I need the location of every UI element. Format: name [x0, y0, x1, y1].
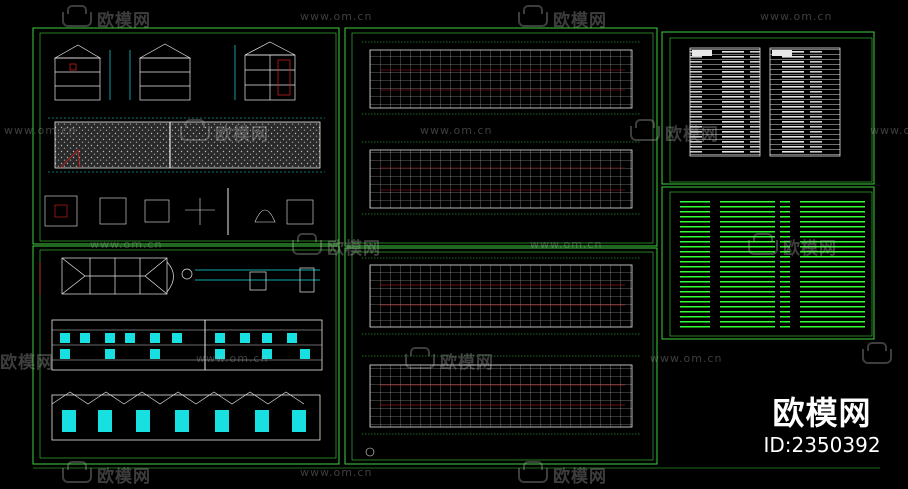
rear-elevation [51, 391, 321, 441]
brand-badge: 欧模网 ID:2350392 [752, 394, 892, 458]
section-drawing-1 [53, 44, 111, 101]
index-table-2 [769, 47, 841, 157]
brand-name: 欧模网 [772, 394, 872, 432]
floor-plan-3 [362, 257, 640, 335]
floor-plan-2 [362, 141, 640, 215]
sheet-floor-plans-lower[interactable] [344, 247, 658, 465]
roof-plan [39, 257, 320, 295]
floor-plan-4 [362, 355, 640, 457]
sheet-site-elevations[interactable] [32, 245, 340, 465]
design-notes-column-1 [680, 198, 775, 328]
sheet-floor-plans-upper[interactable] [344, 27, 658, 247]
index-table-1 [689, 47, 761, 157]
section-drawing-2 [129, 43, 192, 101]
sheet-design-notes[interactable] [661, 186, 875, 340]
section-drawing-3 [234, 41, 296, 101]
detail-drawings-row [44, 188, 314, 235]
sheet-elevations-sections[interactable] [32, 27, 340, 245]
design-notes-column-2 [780, 198, 865, 328]
front-elevation [51, 319, 323, 371]
model-id-label: ID:2350392 [763, 433, 881, 457]
floor-plan-1 [362, 41, 640, 115]
sheet-drawing-index[interactable] [661, 31, 875, 185]
site-plan-strip [48, 117, 325, 173]
